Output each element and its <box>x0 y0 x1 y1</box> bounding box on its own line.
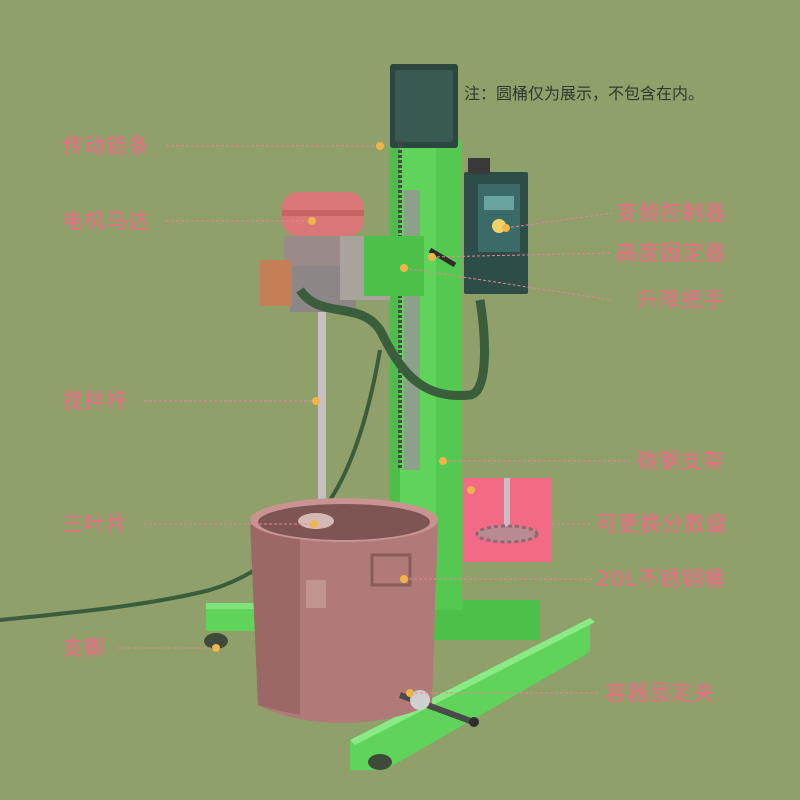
label-clamp: 容器固定夹 <box>605 681 715 705</box>
label-blades: 三叶片 <box>62 512 128 536</box>
lift-handle <box>428 247 457 268</box>
label-dots <box>212 142 510 697</box>
label-frame: 碳钢支架 <box>637 449 725 473</box>
leader-lines <box>118 145 630 694</box>
label-disc: 可更换分散盘 <box>596 512 728 536</box>
clamp <box>398 690 479 727</box>
foot <box>204 633 228 649</box>
disc-inset <box>464 478 552 562</box>
stirring-rod <box>318 312 326 530</box>
disclaimer-note: 注：圆桶仅为展示，不包含在内。 <box>464 84 705 103</box>
bucket <box>250 498 438 723</box>
label-height-fixer: 高度固定器 <box>616 241 726 265</box>
label-motor: 电机马达 <box>62 209 150 233</box>
label-rod: 搅拌杆 <box>62 389 128 413</box>
vfd-box <box>464 158 528 294</box>
label-lift-handle: 升降把手 <box>637 288 725 312</box>
label-vfd: 变频控制器 <box>616 201 726 225</box>
label-bucket: 20L不锈钢桶 <box>596 567 726 591</box>
motor <box>260 192 424 312</box>
label-chain: 传动链条 <box>62 134 150 158</box>
motor-cable <box>296 287 489 401</box>
foot <box>368 754 392 770</box>
label-feet: 支脚 <box>62 636 106 660</box>
